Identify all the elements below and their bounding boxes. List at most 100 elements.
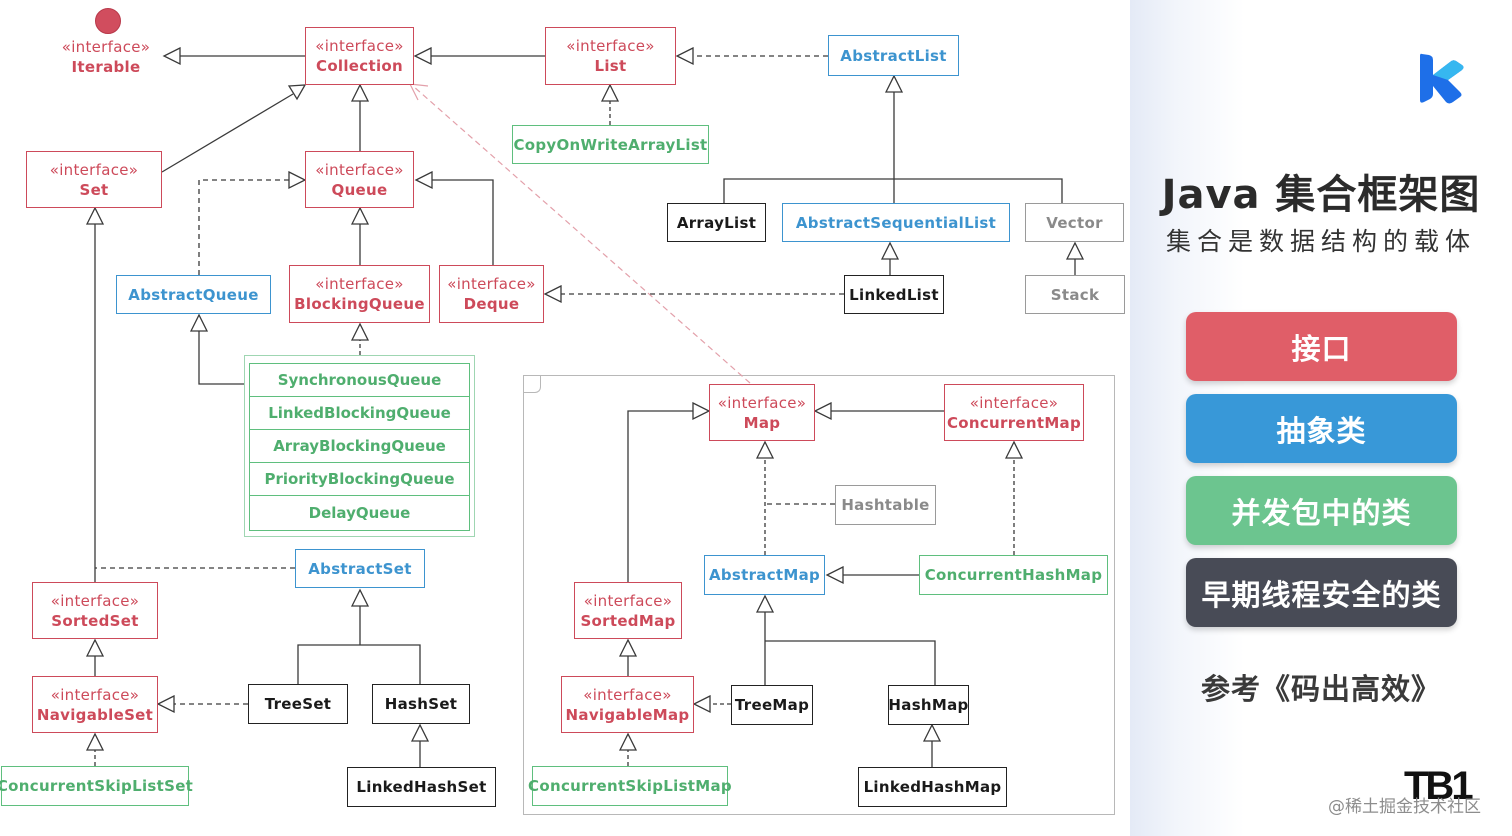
stereotype-label: «interface» bbox=[50, 591, 140, 610]
node-label: ConcurrentSkipListSet bbox=[0, 777, 194, 795]
arrowhead-hashmap-bottom bbox=[922, 723, 942, 742]
edge-list-impls-abstractlist bbox=[723, 92, 1063, 203]
node-array-blocking-queue: ArrayBlockingQueue bbox=[249, 429, 470, 463]
stereotype-label: «interface» bbox=[61, 38, 151, 56]
node-label: TreeSet bbox=[264, 695, 332, 713]
stereotype-label: «interface» bbox=[969, 393, 1059, 412]
node-label: Queue bbox=[331, 180, 388, 199]
node-label: DelayQueue bbox=[308, 504, 411, 522]
collection-framework-diagram: «interface» Iterable «interface» Collect… bbox=[0, 8, 1125, 815]
node-label: Collection bbox=[316, 57, 403, 75]
node-label: AbstractSet bbox=[308, 559, 412, 578]
node-label: Map bbox=[743, 413, 781, 432]
arrowhead-navigablemap-bottom bbox=[618, 732, 638, 751]
arrowhead-collection-bottom bbox=[350, 83, 370, 102]
node-copy-on-write-array-list: CopyOnWriteArrayList bbox=[512, 125, 709, 164]
node-label: HashMap bbox=[888, 696, 969, 714]
stereotype-label: «interface» bbox=[447, 275, 536, 293]
arrowhead-list-bottom bbox=[600, 83, 620, 102]
edge-sortedmap-map bbox=[627, 410, 693, 582]
node-label: ConcurrentMap bbox=[946, 413, 1082, 432]
node-label: LinkedBlockingQueue bbox=[268, 404, 451, 422]
node-collection: «interface» Collection bbox=[305, 27, 414, 85]
arrowhead-map-bottom bbox=[755, 440, 775, 459]
legend-label: 抽象类 bbox=[1276, 413, 1367, 448]
node-label: AbstractQueue bbox=[128, 285, 259, 304]
node-deque: «interface» Deque bbox=[439, 265, 544, 323]
edge-abstractqueue-queue bbox=[198, 179, 289, 275]
arrowhead-vector-bottom bbox=[1065, 241, 1085, 260]
arrowhead-navigableset-right bbox=[156, 694, 175, 714]
node-label: LinkedList bbox=[849, 285, 939, 304]
node-label: Deque bbox=[463, 295, 520, 313]
panel-subtitle: 集合是数据结构的载体 bbox=[1165, 227, 1476, 256]
node-delay-queue: DelayQueue bbox=[249, 495, 470, 531]
node-label: SynchronousQueue bbox=[277, 371, 442, 389]
node-label: NavigableSet bbox=[36, 705, 154, 724]
stereotype-label: «interface» bbox=[315, 275, 404, 293]
stereotype-label: «interface» bbox=[315, 37, 404, 55]
edge-maps-abstractmap bbox=[764, 612, 936, 685]
node-label: List bbox=[594, 57, 627, 75]
node-linked-hash-map: LinkedHashMap bbox=[858, 767, 1007, 807]
legend-legacy-thread-safe-class: 早期线程安全的类 bbox=[1186, 558, 1457, 627]
node-label: Set bbox=[79, 180, 109, 199]
node-navigable-map: «interface» NavigableMap bbox=[561, 676, 694, 733]
node-iterable: «interface» Iterable bbox=[50, 36, 162, 78]
node-label: ConcurrentHashMap bbox=[924, 566, 1103, 584]
stereotype-label: «interface» bbox=[49, 160, 139, 179]
stereotype-label: «interface» bbox=[717, 393, 807, 412]
node-abstract-set: AbstractSet bbox=[295, 549, 425, 588]
node-label: LinkedHashSet bbox=[356, 778, 487, 796]
brand-logo-icon bbox=[1420, 53, 1464, 104]
node-concurrent-map: «interface» ConcurrentMap bbox=[944, 384, 1084, 441]
arrowhead-deque-right bbox=[543, 284, 562, 304]
node-navigable-set: «interface» NavigableSet bbox=[32, 676, 158, 733]
watermark: @稀土掘金技术社区 bbox=[1328, 797, 1481, 817]
node-map: «interface» Map bbox=[709, 384, 815, 441]
relationship-edges bbox=[85, 46, 1085, 767]
stereotype-label: «interface» bbox=[50, 685, 140, 704]
node-set: «interface» Set bbox=[26, 151, 162, 208]
arrowhead-navigablemap-right bbox=[692, 694, 711, 714]
node-label: AbstractList bbox=[840, 46, 947, 65]
node-abstract-sequential-list: AbstractSequentialList bbox=[782, 203, 1010, 242]
node-label: HashSet bbox=[384, 695, 458, 713]
legend-interface: 接口 bbox=[1186, 312, 1457, 381]
node-label: SortedSet bbox=[51, 611, 139, 630]
node-abstract-map: AbstractMap bbox=[704, 555, 825, 595]
node-synchronous-queue: SynchronousQueue bbox=[249, 363, 470, 397]
node-sorted-set: «interface» SortedSet bbox=[32, 582, 158, 639]
node-label: Stack bbox=[1050, 285, 1100, 304]
legend-concurrent-class: 并发包中的类 bbox=[1186, 476, 1457, 545]
arrowhead-abstractlist-bottom bbox=[884, 74, 904, 93]
edge-bqimpls-abstractqueue bbox=[198, 331, 244, 385]
arrowhead-abstractmap-bottom bbox=[755, 594, 775, 613]
arrowhead-set-bottom bbox=[85, 206, 105, 225]
node-blocking-queue: «interface» BlockingQueue bbox=[289, 265, 430, 323]
node-hashtable: Hashtable bbox=[835, 485, 936, 525]
arrowhead-queue-right bbox=[414, 170, 433, 190]
node-linked-hash-set: LinkedHashSet bbox=[347, 767, 496, 807]
node-priority-blocking-queue: PriorityBlockingQueue bbox=[249, 462, 470, 496]
edge-collection-map-relation bbox=[412, 85, 751, 384]
node-label: ConcurrentSkipListMap bbox=[528, 777, 732, 795]
map-frame-folded-corner bbox=[523, 375, 541, 393]
arrowhead-queue-left bbox=[288, 170, 307, 190]
arrowhead-concurrentmap-bottom bbox=[1004, 440, 1024, 459]
node-label: LinkedHashMap bbox=[863, 778, 1002, 796]
node-vector: Vector bbox=[1025, 203, 1124, 242]
arrowhead-asl-bottom bbox=[880, 241, 900, 260]
arrowhead-abstractmap-right bbox=[825, 565, 844, 585]
node-label: AbstractMap bbox=[708, 566, 821, 584]
iterable-origin-dot bbox=[95, 8, 121, 34]
node-label: SortedMap bbox=[580, 611, 676, 630]
node-label: Iterable bbox=[71, 58, 141, 76]
legend-label: 接口 bbox=[1291, 331, 1352, 366]
arrowhead-sortedmap-bottom bbox=[618, 638, 638, 657]
reference-note: 参考《码出高效》 bbox=[1200, 672, 1441, 706]
edge-set-collection bbox=[161, 93, 294, 173]
legend-abstract-class: 抽象类 bbox=[1186, 394, 1457, 463]
node-concurrent-skip-list-map: ConcurrentSkipListMap bbox=[528, 766, 732, 806]
node-label: CopyOnWriteArrayList bbox=[513, 135, 708, 154]
